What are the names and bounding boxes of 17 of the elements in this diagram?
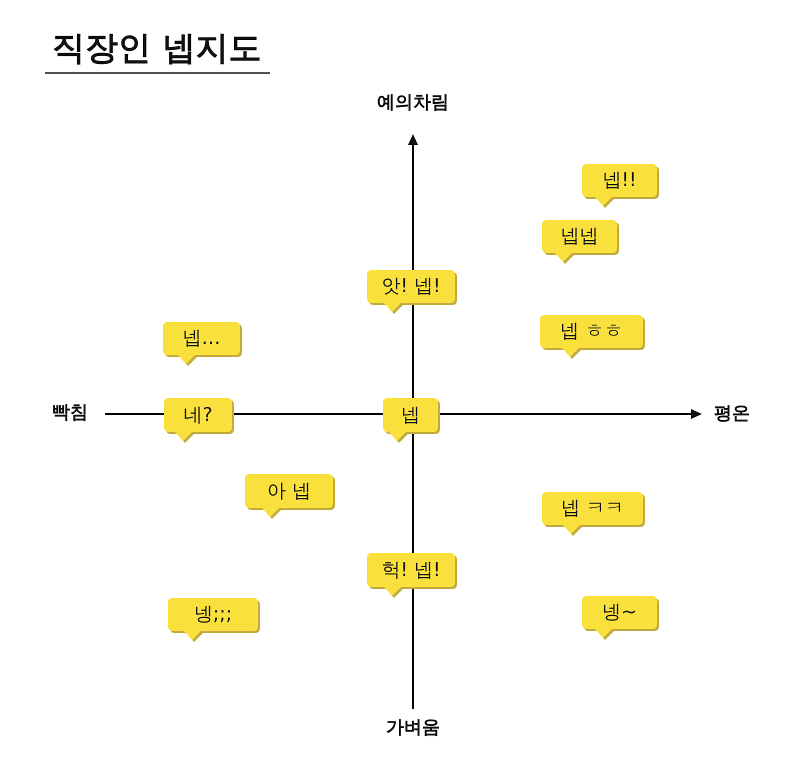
speech-bubble: 넵넵	[542, 220, 619, 264]
speech-bubble: 넵 ㅋㅋ	[542, 492, 645, 536]
speech-bubble: 아 넵	[245, 474, 335, 519]
speech-bubble: 헉! 넵!	[367, 553, 457, 598]
speech-bubble: 네?	[164, 398, 234, 443]
title: 직장인 넵지도	[45, 28, 270, 74]
speech-bubble: 넵	[383, 398, 440, 443]
axis-label: 평온	[714, 403, 750, 425]
speech-bubble: 넹~	[582, 596, 659, 640]
speech-bubble: 넵 ㅎㅎ	[540, 315, 645, 359]
speech-bubble: 넵!!	[582, 164, 659, 208]
axis-label: 가벼움	[386, 717, 440, 739]
speech-bubble: 앗! 넵!	[367, 270, 457, 314]
speech-bubble: 넵…	[163, 322, 242, 366]
speech-bubble: 넹;;;	[168, 598, 260, 642]
axis-label: 빡침	[52, 402, 88, 424]
axis-label: 예의차림	[377, 92, 449, 114]
